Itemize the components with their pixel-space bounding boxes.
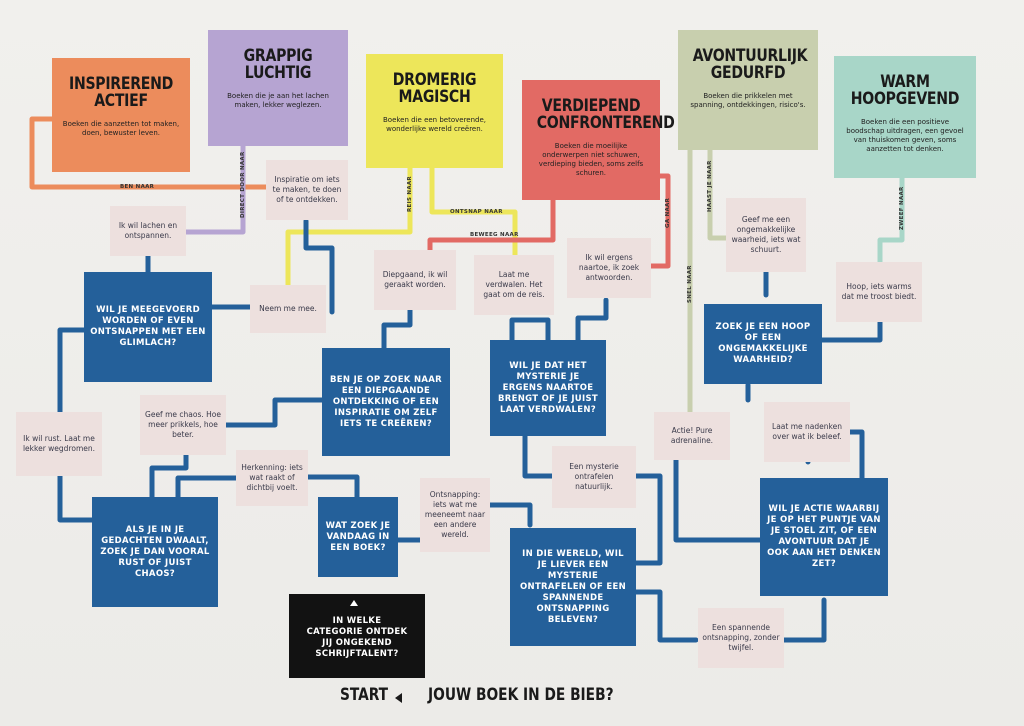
category-title-line1: Grappig [243, 46, 313, 66]
question-gedachten: Als je in je gedachten dwaalt, zoek je d… [92, 497, 218, 607]
blue-line-12 [487, 502, 533, 528]
arrow-left-icon [395, 693, 402, 703]
category-title-line2: Hoopgevend [850, 89, 960, 109]
answer-actie[interactable]: Actie! Pure adrenaline. [654, 412, 730, 460]
question-die-wereld: In die wereld, wil je liever een mysteri… [510, 528, 636, 646]
line-yellow-2 [429, 165, 518, 258]
blue-line-10 [302, 474, 360, 500]
label-direct-door-naar: DIRECT DOOR NAAR [240, 151, 246, 218]
answer-inspiratie[interactable]: Inspiratie om iets te maken, te doen of … [266, 160, 348, 220]
category-title-line1: Dromerig [392, 70, 477, 90]
category-description: Boeken die moeilijke onderwerpen niet sc… [538, 142, 644, 177]
answer-nadenken[interactable]: Laat me nadenken over wat ik beleef. [764, 402, 850, 462]
category-title-line2: Actief [94, 91, 148, 111]
category-dromerig: DromerigMagisch Boeken die een betoveren… [366, 54, 503, 168]
category-title-line1: Inspirerend [68, 74, 174, 94]
answer-verdwalen[interactable]: Laat me verdwalen. Het gaat om de reis. [474, 255, 554, 315]
blue-line-15 [509, 317, 551, 343]
blue-line-4 [57, 473, 95, 523]
question-hoop: Zoek je een hoop of een ongemakkelijke w… [704, 304, 822, 384]
category-title-line2: Gedurfd [710, 63, 786, 83]
blue-line-6 [175, 475, 239, 500]
answer-ergens[interactable]: Ik wil ergens naartoe, ik zoek antwoorde… [567, 238, 651, 298]
label-snel-naar: SNEL NAAR [687, 265, 693, 303]
answer-diepgaand[interactable]: Diepgaand, ik wil geraakt worden. [374, 250, 456, 310]
category-verdiepend: VerdiependConfronterend Boeken die moeil… [522, 80, 675, 200]
category-title-line2: Luchtig [244, 63, 312, 83]
blue-line-5 [149, 452, 189, 500]
arrow-up-icon [350, 600, 358, 606]
line-orange [29, 116, 283, 190]
answer-chaos[interactable]: Geef me chaos. Hoe meer prikkels, hoe be… [140, 395, 226, 455]
label-ben-naar: BEN NAAR [120, 184, 155, 190]
label-zweef-naar: ZWEEF NAAR [899, 186, 905, 230]
blue-line-7 [223, 397, 325, 428]
answer-spannend[interactable]: Een spannende ontsnapping, zonder twijfe… [698, 608, 784, 668]
footer-start: START [340, 685, 389, 705]
line-red-1 [427, 197, 556, 253]
category-title-line2: Magisch [398, 87, 471, 107]
answer-schuurt[interactable]: Geef me een ongemakkelijke waarheid, iet… [726, 198, 806, 272]
category-description: Boeken die een betoverende, wonderlijke … [382, 116, 487, 133]
blue-line-17 [633, 589, 699, 643]
question-diepgaande-ontdekking: Ben je op zoek naar een diepgaande ontde… [322, 348, 450, 456]
line-purple [183, 143, 246, 235]
blue-line-9 [381, 307, 413, 353]
label-ga-naar: GA NAAR [665, 197, 671, 228]
line-yellow-1 [285, 165, 413, 288]
category-title-line1: Warm [880, 72, 930, 92]
category-title-line1: Avontuurlijk [692, 46, 808, 66]
footer-title: JOUW BOEK IN DE BIEB? [428, 685, 614, 705]
category-description: Boeken die een positieve boodschap uitdr… [846, 118, 964, 153]
blue-line-8 [303, 218, 335, 315]
answer-mysterie[interactable]: Een mysterie ontrafelen natuurlijk. [552, 446, 636, 508]
blue-line-16 [575, 297, 609, 343]
category-description: Boeken die je aan het lachen maken, lekk… [227, 92, 329, 109]
category-description: Boeken die aanzetten tot maken, doen, be… [62, 120, 180, 137]
label-beweeg-naar: BEWEEG NAAR [470, 232, 519, 238]
answer-rust[interactable]: Ik wil rust. Laat me lekker wegdromen. [16, 412, 102, 476]
answer-neem-me-mee[interactable]: Neem me mee. [250, 285, 326, 333]
category-title-line2: Confronterend [536, 113, 675, 133]
blue-line-14 [633, 473, 663, 566]
line-olive-2 [707, 147, 731, 241]
question-wat-zoek-je: Wat zoek je vandaag in een boek? [318, 497, 398, 577]
question-mysterie: Wil je dat het mysterie je ergens naarto… [490, 340, 606, 436]
start-question-text: In welke categorie ontdek jij ongekend s… [306, 616, 408, 659]
question-actie: Wil je actie waarbij je op het puntje va… [760, 478, 888, 596]
line-red-2 [647, 173, 671, 269]
label-reis-naar: REIS NAAR [407, 176, 413, 212]
answer-ontsnapping[interactable]: Ontsnapping: iets wat me meeneemt naar e… [420, 478, 490, 552]
category-title-line1: Verdiepend [541, 96, 641, 116]
category-avontuurlijk: AvontuurlijkGedurfd Boeken die prikkelen… [678, 30, 818, 150]
category-description: Boeken die prikkelen met spanning, ontde… [690, 92, 806, 109]
category-inspirerend: InspirerendActief Boeken die aanzetten t… [52, 58, 190, 172]
line-teal [877, 175, 905, 265]
answer-hoop[interactable]: Hoop, iets warms dat me troost biedt. [836, 262, 922, 322]
category-grappig: GrappigLuchtig Boeken die je aan het lac… [208, 30, 348, 146]
start-question[interactable]: In welke categorie ontdek jij ongekend s… [289, 594, 425, 678]
answer-lachen[interactable]: Ik wil lachen en ontspannen. [110, 206, 186, 256]
blue-line-23 [819, 319, 883, 343]
blue-line-13 [522, 431, 555, 479]
blue-line-3 [57, 327, 87, 415]
label-ontsnap-naar: ONTSNAP NAAR [450, 209, 503, 215]
category-warm: WarmHoopgevend Boeken die een positieve … [834, 56, 976, 178]
blue-line-19 [673, 457, 763, 543]
answer-herkenning[interactable]: Herkenning: iets wat raakt of dichtbij v… [236, 450, 308, 506]
label-haast-je-naar: HAAST JE NAAR [707, 160, 713, 212]
question-meegevoerd: Wil je meegevoerd worden of even ontsnap… [84, 272, 212, 382]
